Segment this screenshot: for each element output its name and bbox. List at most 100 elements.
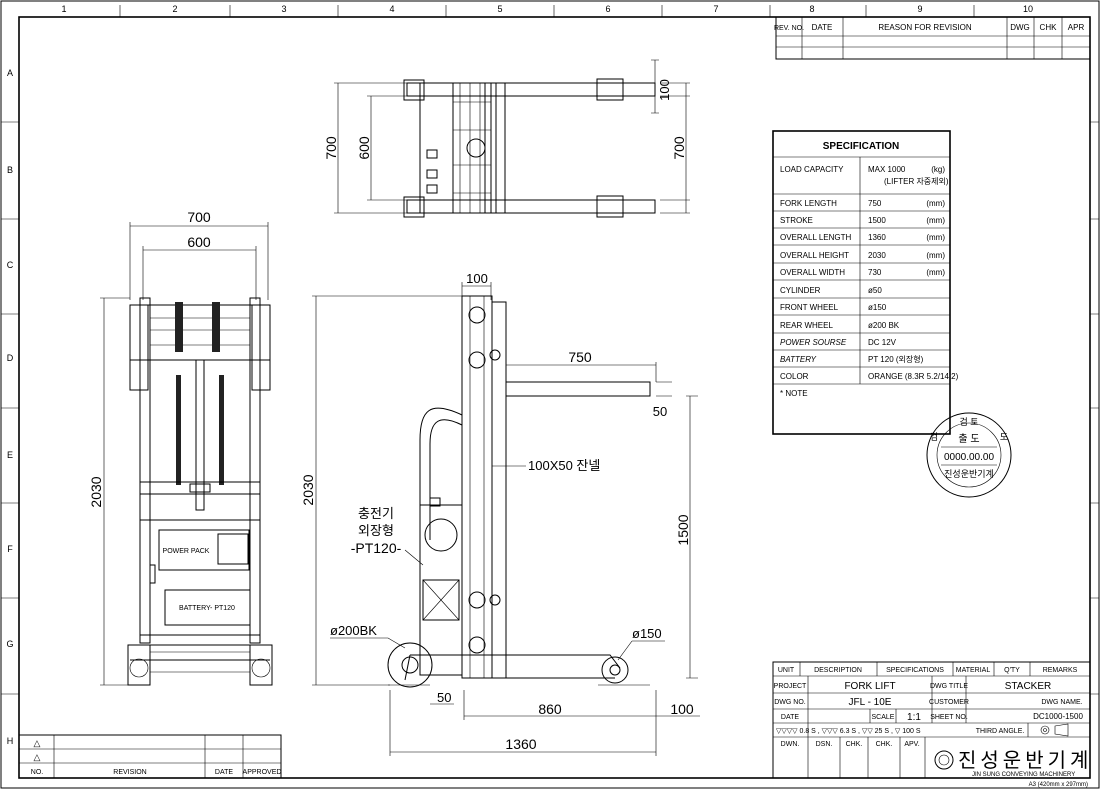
row-h: H xyxy=(7,736,14,746)
power-pack-label: POWER PACK xyxy=(163,548,210,555)
front-wheel-label: ø150 xyxy=(632,626,662,641)
dwg-header: DWG xyxy=(1010,23,1030,32)
spec-label-length: OVERALL LENGTH xyxy=(780,233,852,242)
tri-2: △ xyxy=(34,752,41,762)
tb-dwg-no: JFL - 10E xyxy=(849,697,892,708)
tb-customer-label: CUSTOMER xyxy=(929,699,969,706)
tb-dwn: DWN. xyxy=(781,741,800,748)
side-dim-overall-length: 1360 xyxy=(505,736,536,752)
tb-dwg-name: DC1000-1500 xyxy=(1033,712,1083,721)
spec-unit-load: (kg) xyxy=(931,165,945,174)
tb-roughness: ▽▽▽▽ 0.8 S , ▽▽▽ 6.3 S , ▽▽ 25 S , ▽ 100… xyxy=(776,728,921,735)
company-logo-icon xyxy=(934,750,954,770)
spec-value-stroke: 1500 xyxy=(868,216,886,225)
top-dim-gap: 100 xyxy=(657,79,672,101)
col-4: 4 xyxy=(389,4,394,14)
col-8: 8 xyxy=(809,4,814,14)
spec-value-front-wheel: ø150 xyxy=(868,303,887,312)
side-dim-stroke: 1500 xyxy=(675,514,691,545)
row-b: B xyxy=(7,165,13,175)
spec-value-fork: 750 xyxy=(868,199,882,208)
revision-header: REVISION xyxy=(113,769,146,776)
top-dim-right: 700 xyxy=(671,136,687,160)
spec-value-color: ORANGE (8.3R 5.2/14.2) xyxy=(868,372,959,381)
small-revision-block: △ △ NO. REVISION DATE APPROVED xyxy=(18,734,282,779)
tb-dsn: DSN. xyxy=(816,741,833,748)
tb-dwg-title: STACKER xyxy=(1005,681,1052,692)
channel-label: 100X50 잔넬 xyxy=(528,458,600,473)
row-g: G xyxy=(6,639,13,649)
tb-sheet-no-label: SHEET NO. xyxy=(930,714,968,721)
spec-unit-fork: (mm) xyxy=(926,199,945,208)
row-markers: A B C D E F G H xyxy=(1,68,1099,746)
col-2: 2 xyxy=(172,4,177,14)
spec-unit-stroke: (mm) xyxy=(926,216,945,225)
col-3: 3 xyxy=(281,4,286,14)
specification-table: SPECIFICATION LOAD CAPACITY MAX 1000 (kg… xyxy=(772,130,959,435)
tb-dwg-no-label: DWG NO. xyxy=(774,699,806,706)
row-c: C xyxy=(7,260,14,270)
third-angle-projection-icon xyxy=(1040,723,1069,737)
tb-company-kr: 진성운반기계 xyxy=(958,749,1092,772)
spec-label-fork: FORK LENGTH xyxy=(780,199,837,208)
spec-unit-length: (mm) xyxy=(926,233,945,242)
tb-material: MATERIAL xyxy=(956,667,991,674)
tb-scale: 1:1 xyxy=(907,712,921,723)
tb-date-label: DATE xyxy=(781,714,799,721)
charger-line1: 충전기 xyxy=(358,506,394,521)
spec-unit-height: (mm) xyxy=(926,251,945,260)
stamp-company: 진성운반기계 xyxy=(944,468,994,479)
tb-apv: APV. xyxy=(904,741,919,748)
charger-line3: -PT120- xyxy=(351,540,402,556)
spec-value-power: DC 12V xyxy=(868,338,897,347)
tb-chk2: CHK. xyxy=(876,741,893,748)
stamp-center: 출 도 xyxy=(958,433,979,445)
no-header: NO. xyxy=(31,769,44,776)
tb-chk1: CHK. xyxy=(846,741,863,748)
side-dim-height: 2030 xyxy=(300,474,316,505)
row-a: A xyxy=(7,68,13,78)
charger-line2: 외장형 xyxy=(358,523,394,538)
spec-label-color: COLOR xyxy=(780,372,809,381)
front-dim-height: 2030 xyxy=(88,476,104,507)
col-7: 7 xyxy=(713,4,718,14)
top-dim-overall: 700 xyxy=(323,136,339,160)
tb-company-en: JIN SUNG CONVEYING MACHINERY xyxy=(972,772,1075,778)
row-f: F xyxy=(7,544,13,554)
col-5: 5 xyxy=(497,4,502,14)
spec-label-power: POWER SOURSE xyxy=(780,338,847,347)
rear-wheel-label: ø200BK xyxy=(330,623,377,638)
side-dim-fork-length: 750 xyxy=(568,349,592,365)
col-6: 6 xyxy=(605,4,610,14)
rev-date-header: DATE xyxy=(215,769,233,776)
col-9: 9 xyxy=(917,4,922,14)
tb-unit: UNIT xyxy=(778,667,795,674)
rev-no-header: REV. NO. xyxy=(774,25,804,32)
tb-dwg-title-label: DWG TITLE xyxy=(930,683,968,690)
column-markers: 1 2 3 4 5 6 7 8 9 10 xyxy=(61,4,1033,17)
front-dim-overall: 700 xyxy=(187,209,211,225)
row-e: E xyxy=(7,450,13,460)
side-dim-fork-thickness: 50 xyxy=(653,404,667,419)
side-view: 2030 100 750 50 100X50 잔넬 충전기 외 xyxy=(300,271,700,756)
spec-title: SPECIFICATION xyxy=(823,141,899,152)
spec-value-cylinder: ø50 xyxy=(868,286,882,295)
reason-header: REASON FOR REVISION xyxy=(878,23,972,32)
stamp-top: 검 토 xyxy=(959,416,978,427)
spec-value-width: 730 xyxy=(868,268,882,277)
paper-size: A3 (420mm x 297mm) xyxy=(1029,782,1088,788)
front-dim-inner: 600 xyxy=(187,234,211,250)
tb-project-label: PROJECT xyxy=(774,683,807,690)
spec-value-length: 1360 xyxy=(868,233,886,242)
row-d: D xyxy=(7,353,14,363)
spec-label-battery: BATTERY xyxy=(780,355,817,364)
chk-header: CHK xyxy=(1040,23,1058,32)
side-dim-ground: 50 xyxy=(437,690,451,705)
tb-scale-label: SCALE xyxy=(872,714,895,721)
spec-label-height: OVERALL HEIGHT xyxy=(780,251,849,260)
spec-label-front-wheel: FRONT WHEEL xyxy=(780,303,839,312)
top-view: 700 600 700 100 xyxy=(323,59,690,218)
spec-label-load: LOAD CAPACITY xyxy=(780,165,844,174)
